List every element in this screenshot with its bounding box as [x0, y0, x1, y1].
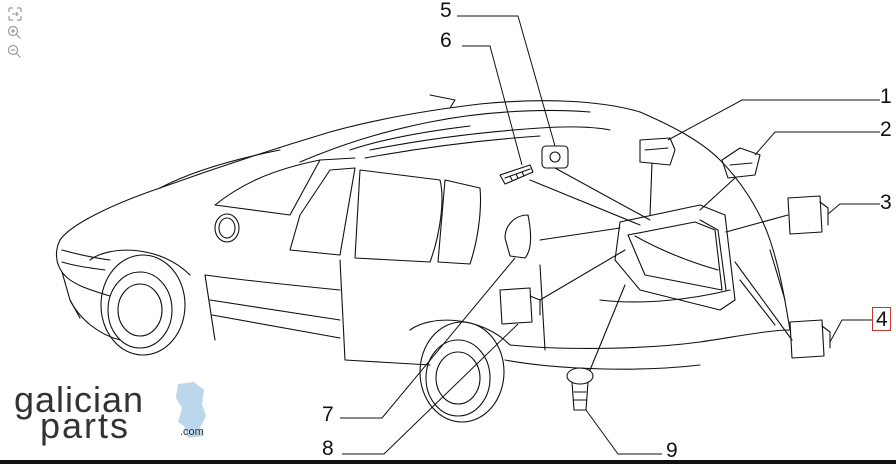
- logo-text-line1: galician: [14, 379, 145, 420]
- callout-5[interactable]: 5: [440, 0, 452, 22]
- callout-8[interactable]: 8: [322, 437, 334, 460]
- callout-3[interactable]: 3: [880, 191, 892, 214]
- callout-7[interactable]: 7: [322, 403, 334, 426]
- logo-text-line2: parts: [40, 405, 131, 446]
- callout-6[interactable]: 6: [440, 29, 452, 52]
- fit-to-screen-icon[interactable]: [6, 6, 24, 22]
- logo-suffix: .com: [180, 426, 204, 438]
- callout-9[interactable]: 9: [666, 439, 678, 462]
- galicianparts-logo: galician parts .com: [12, 382, 212, 446]
- zoom-in-icon[interactable]: [6, 25, 24, 41]
- bottom-border: [0, 460, 896, 464]
- callout-1[interactable]: 1: [880, 85, 892, 108]
- callout-2[interactable]: 2: [880, 118, 892, 141]
- callout-4-selected[interactable]: 4: [872, 307, 891, 331]
- leader-lines: [340, 15, 880, 455]
- galicia-map-icon: [176, 382, 206, 438]
- zoom-out-icon[interactable]: [6, 44, 24, 60]
